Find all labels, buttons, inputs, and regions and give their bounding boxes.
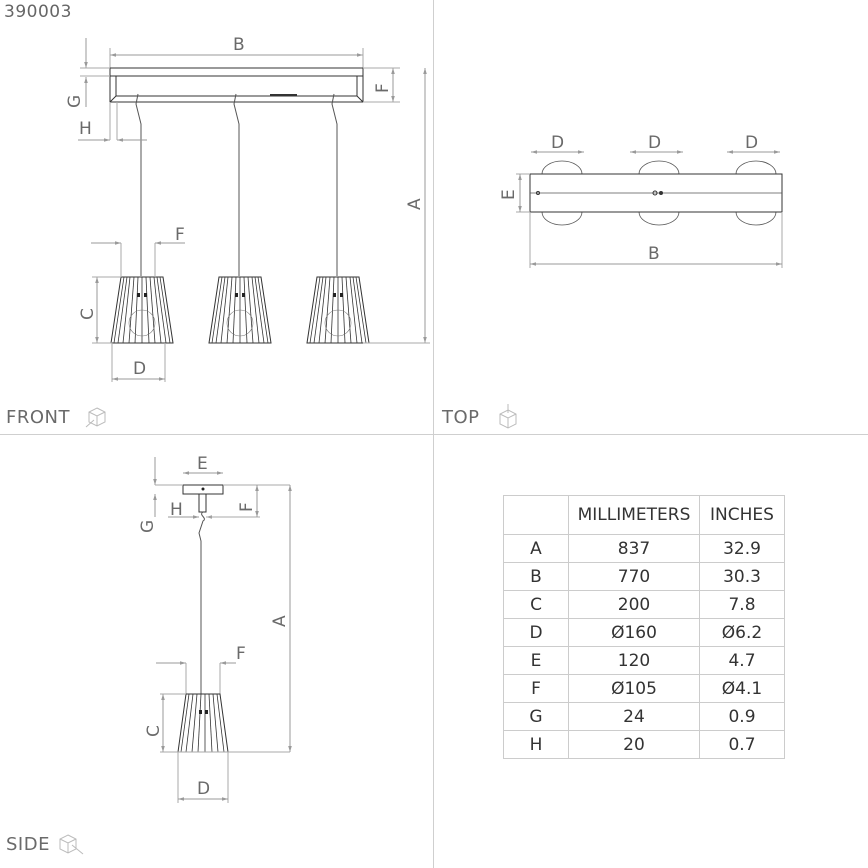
header-empty (503, 495, 569, 535)
row-in: 32.9 (699, 534, 785, 563)
table-row: E 120 4.7 (503, 646, 785, 675)
dim-label-h: H (79, 119, 92, 139)
row-mm: Ø160 (568, 618, 700, 647)
row-in: 4.7 (699, 646, 785, 675)
dim-label-f-lamp: F (175, 225, 185, 245)
row-key: B (503, 562, 569, 591)
row-key: F (503, 674, 569, 703)
row-key: A (503, 534, 569, 563)
cube-front-view-icon (85, 407, 106, 428)
row-mm: 200 (568, 590, 700, 619)
side-dim-label-h: H (170, 500, 183, 520)
side-dim-label-f-lamp: F (236, 644, 246, 664)
row-in: 0.9 (699, 702, 785, 731)
row-in: 0.7 (699, 730, 785, 759)
table-row: F Ø105 Ø4.1 (503, 674, 785, 703)
side-view-drawing: E G H F A F C D (138, 454, 292, 803)
dimensions-table: MILLIMETERS INCHES A 837 32.9 B 770 30.3… (503, 495, 785, 759)
dim-label-f-top: F (373, 83, 393, 93)
header-inches: INCHES (699, 495, 785, 535)
row-mm: 24 (568, 702, 700, 731)
row-key: D (503, 618, 569, 647)
cube-side-view-icon (59, 834, 84, 855)
table-row: G 24 0.9 (503, 702, 785, 731)
dim-label-c: C (78, 308, 98, 320)
dim-label-d: D (133, 359, 146, 379)
front-view-label: FRONT (6, 407, 70, 428)
top-view-drawing: D D D E B (499, 133, 783, 268)
row-in: Ø6.2 (699, 618, 785, 647)
front-view-drawing: B G H F A F C D (65, 35, 430, 382)
row-mm: 20 (568, 730, 700, 759)
dim-label-b: B (233, 35, 245, 55)
table-header-row: MILLIMETERS INCHES (503, 495, 785, 535)
dim-label-a: A (405, 198, 425, 210)
row-key: C (503, 590, 569, 619)
side-view-label: SIDE (6, 834, 50, 855)
table-row: D Ø160 Ø6.2 (503, 618, 785, 647)
row-in: Ø4.1 (699, 674, 785, 703)
dim-label-e: E (499, 189, 519, 200)
dim-label-d2: D (648, 133, 661, 153)
table-row: H 20 0.7 (503, 730, 785, 759)
row-in: 30.3 (699, 562, 785, 591)
row-in: 7.8 (699, 590, 785, 619)
dim-label-d1: D (551, 133, 564, 153)
quadrant-divider-horizontal (0, 434, 868, 435)
side-dim-label-d: D (197, 779, 210, 799)
side-dim-label-c: C (144, 725, 164, 737)
side-dim-label-f-top: F (237, 502, 257, 512)
row-key: E (503, 646, 569, 675)
dim-label-d3: D (745, 133, 758, 153)
table-row: C 200 7.8 (503, 590, 785, 619)
dim-label-b-top: B (648, 244, 660, 264)
cube-top-view-icon (499, 404, 517, 429)
side-dim-label-a: A (270, 615, 290, 627)
top-view-label: TOP (442, 407, 480, 428)
row-mm: 837 (568, 534, 700, 563)
row-key: H (503, 730, 569, 759)
table-row: B 770 30.3 (503, 562, 785, 591)
table-row: A 837 32.9 (503, 534, 785, 563)
row-mm: 770 (568, 562, 700, 591)
row-mm: Ø105 (568, 674, 700, 703)
side-dim-label-g: G (138, 520, 158, 533)
side-dim-label-e: E (197, 454, 208, 474)
dim-label-g: G (65, 95, 85, 108)
row-mm: 120 (568, 646, 700, 675)
product-code: 390003 (4, 2, 72, 22)
header-millimeters: MILLIMETERS (568, 495, 700, 535)
row-key: G (503, 702, 569, 731)
